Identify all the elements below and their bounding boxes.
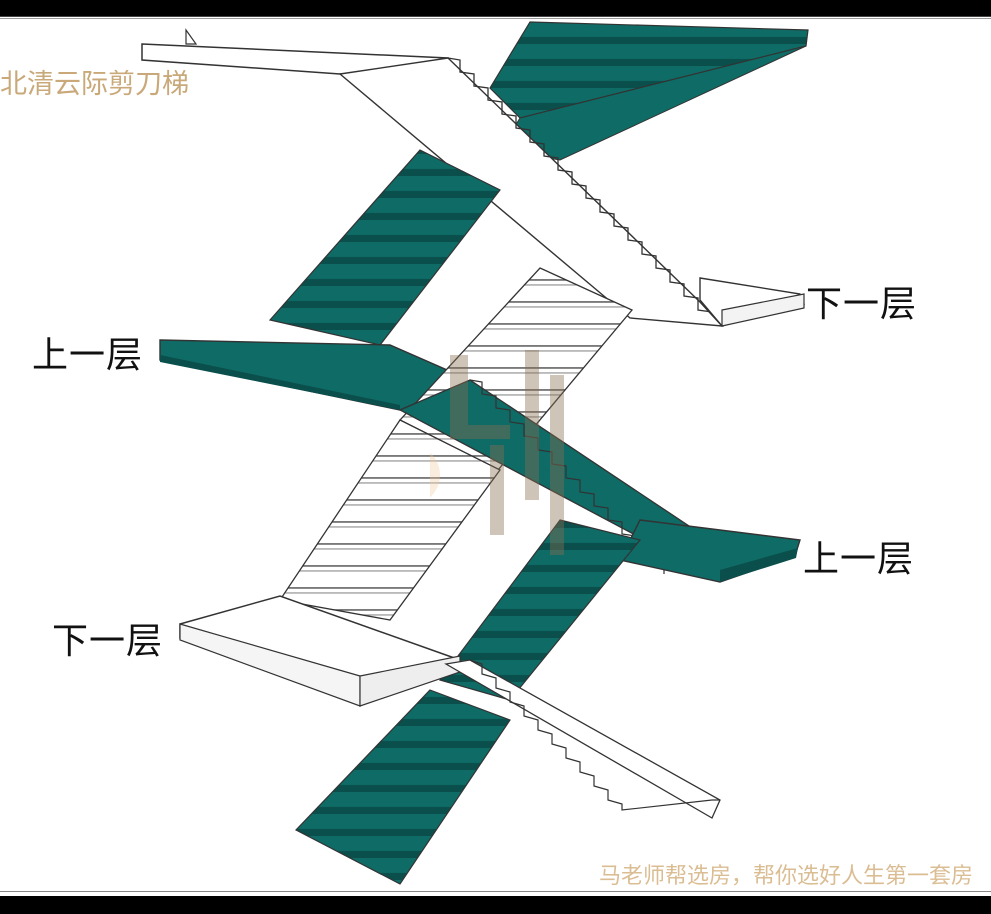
top-border <box>0 0 991 19</box>
label-upper-floor-left: 上一层 <box>32 335 144 376</box>
teal-flight-top <box>489 21 809 161</box>
white-flight-lower <box>278 419 501 621</box>
bottom-divider <box>0 891 991 892</box>
teal-flight-bottom <box>295 689 511 885</box>
watermark-text: 马老师帮选房，帮你选好人生第一套房 <box>598 864 973 889</box>
label-lower-floor-left: 下一层 <box>52 621 164 662</box>
white-landing-right <box>699 277 805 327</box>
white-landing-lower-left <box>179 595 463 707</box>
teal-landing-right <box>618 519 801 583</box>
teal-flight-middle-upper <box>268 149 501 346</box>
seal-stamp <box>430 350 564 555</box>
label-lower-floor-upper-right: 下一层 <box>806 284 918 325</box>
white-flight-bottom-right <box>444 659 721 819</box>
bottom-border <box>0 896 991 914</box>
stair-caption: 北清云际剪刀梯 <box>0 69 189 100</box>
label-upper-floor-right: 上一层 <box>803 539 915 580</box>
